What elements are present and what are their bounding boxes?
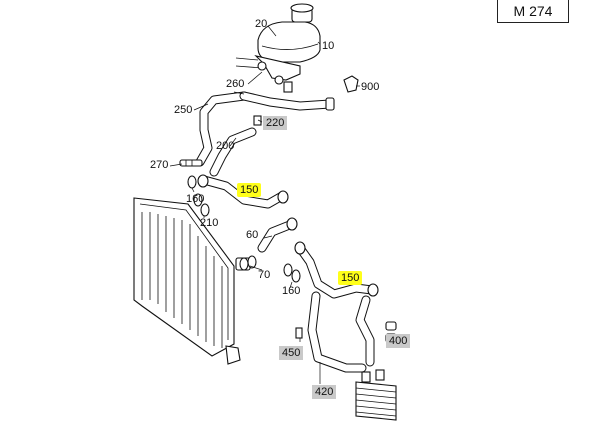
callout-250: 250	[174, 104, 193, 116]
radiator	[133, 197, 241, 365]
callout-420: 420	[312, 385, 337, 399]
callout-10: 10	[322, 40, 335, 52]
callout-150-upper: 150	[237, 183, 262, 197]
callout-160-lower: 160	[282, 285, 301, 297]
hose-200	[209, 127, 257, 177]
callout-220: 220	[263, 116, 288, 130]
callout-20: 20	[255, 18, 268, 30]
callout-70: 70	[258, 269, 271, 281]
engine-code-box: M 274	[497, 0, 569, 23]
callout-260: 260	[226, 78, 245, 90]
callout-270: 270	[150, 159, 169, 171]
callout-900: 900	[361, 81, 380, 93]
o-rings-lower	[283, 263, 301, 283]
hose-420	[307, 291, 375, 373]
hose-60	[257, 217, 298, 253]
bracket-900	[343, 75, 359, 93]
clamp-220	[253, 115, 262, 126]
o-rings-70	[239, 255, 257, 271]
callout-200: 200	[216, 140, 235, 152]
hose-150-lower	[294, 241, 379, 299]
hose-150-upper	[197, 174, 289, 209]
upper-hose	[195, 91, 335, 167]
callout-160-upper: 160	[186, 193, 205, 205]
callout-450: 450	[279, 346, 304, 360]
clip-450	[295, 327, 303, 339]
oil-cooler	[355, 369, 397, 421]
callout-210: 210	[200, 217, 219, 229]
callout-60: 60	[246, 229, 259, 241]
expansion-tank	[235, 3, 321, 93]
fitting-270	[179, 159, 203, 167]
callout-150-lower: 150	[338, 271, 363, 285]
leader-lines	[169, 25, 393, 384]
callout-400: 400	[386, 334, 411, 348]
